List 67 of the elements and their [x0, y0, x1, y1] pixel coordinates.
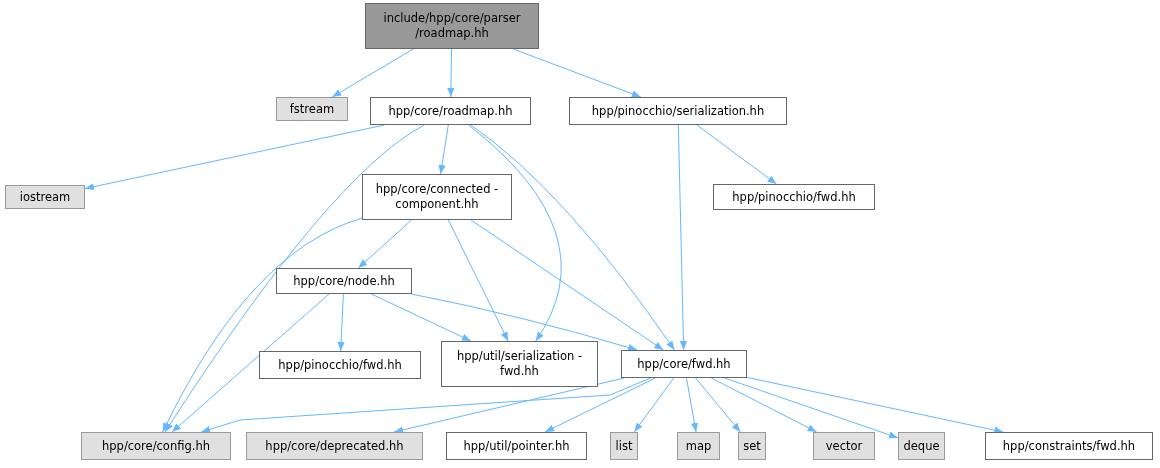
- arrow: [447, 48, 455, 98]
- file-name: hpp/pinocchio/fwd.hh: [732, 189, 856, 205]
- system-header-box: [898, 432, 945, 460]
- arrow: [633, 377, 675, 433]
- file-name: hpp/core/node.hh: [293, 273, 395, 289]
- arrow: [447, 219, 509, 342]
- file-name: include/hpp/core/parser /roadmap.hh: [382, 11, 522, 41]
- arrow: [686, 377, 698, 433]
- file-name: deque: [903, 438, 940, 454]
- file-box: [365, 3, 539, 49]
- file-name: iostream: [19, 189, 71, 205]
- system-header-box: [5, 185, 85, 209]
- system-header-box: [677, 432, 720, 460]
- system-header-box: [738, 432, 766, 460]
- file-name: hpp/util/serialization -fwd.hh: [455, 349, 584, 379]
- arrow: [200, 377, 652, 433]
- file-name: hpp/core/connected -component.hh: [374, 182, 500, 212]
- system-header-box: [276, 97, 348, 121]
- arrow: [470, 219, 664, 351]
- file-box: [259, 351, 421, 379]
- file-name: map: [685, 438, 712, 454]
- arrow: [171, 293, 330, 433]
- arrow: [84, 124, 385, 191]
- arrow: [164, 124, 425, 433]
- arrow: [357, 219, 413, 269]
- file-name: hpp/core/fwd.hh: [637, 356, 731, 372]
- file-name: hpp/core/config.hh: [102, 438, 210, 454]
- file-name: hpp/util/pointer.hh: [463, 438, 570, 454]
- file-name: hpp/core/deprecated.hh: [265, 438, 404, 454]
- file-name: list: [615, 438, 633, 454]
- system-header-box: [813, 432, 875, 460]
- file-box: [569, 97, 787, 125]
- file-box: [441, 341, 598, 387]
- arrow: [724, 377, 899, 439]
- arrow: [710, 377, 818, 433]
- arrow: [468, 124, 562, 342]
- arrow: [512, 48, 642, 98]
- arrow: [746, 376, 1004, 434]
- file-name: hpp/pinocchio/fwd.hh: [278, 357, 402, 373]
- arrow: [695, 377, 741, 433]
- file-name: hpp/pinocchio/serialization.hh: [591, 103, 765, 119]
- arrow: [696, 124, 777, 185]
- file-box: [276, 268, 412, 294]
- arrow: [410, 293, 638, 351]
- file-name: hpp/core/roadmap.hh: [388, 103, 513, 119]
- file-box: [621, 350, 747, 378]
- file-name: fstream: [289, 101, 335, 117]
- file-box: [362, 174, 512, 220]
- arrow: [470, 124, 675, 351]
- file-name: set: [743, 438, 761, 454]
- system-header-box: [246, 432, 423, 460]
- arrow: [162, 217, 363, 433]
- file-box: [713, 184, 875, 210]
- file-name: hpp/constraints/fwd.hh: [1002, 438, 1136, 454]
- file-name: vector: [825, 438, 863, 454]
- arrow: [371, 293, 472, 342]
- system-header-box: [610, 432, 638, 460]
- arrow: [677, 124, 688, 351]
- file-box: [446, 432, 587, 460]
- file-box: [370, 97, 531, 125]
- arrow: [331, 48, 414, 98]
- arrow: [393, 377, 625, 434]
- system-header-box: [81, 432, 231, 460]
- arrow: [544, 377, 656, 433]
- arrow: [337, 293, 345, 352]
- file-box: [985, 432, 1153, 460]
- arrow: [438, 124, 449, 175]
